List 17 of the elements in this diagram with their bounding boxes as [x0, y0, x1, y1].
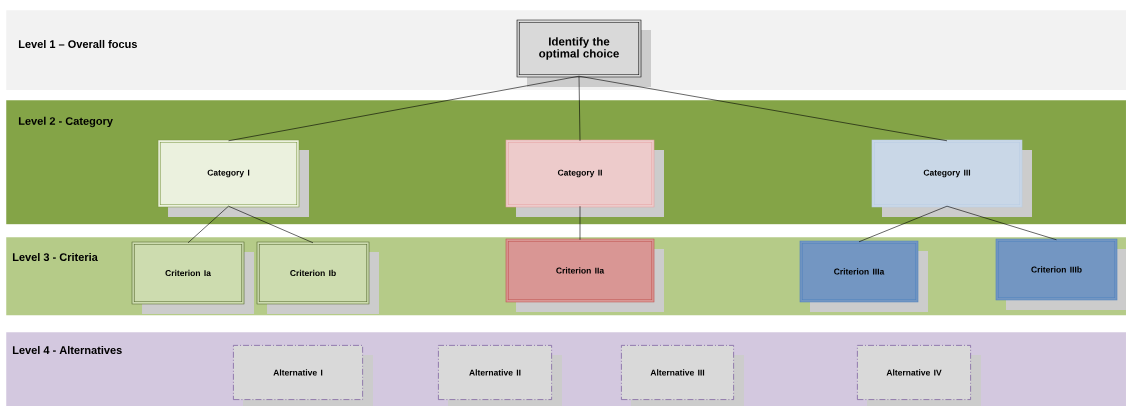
- process-box: Criterion Ib: [256, 241, 379, 314]
- process-box: Category II: [505, 139, 664, 217]
- alternative-box: Alternative IV: [857, 345, 981, 406]
- connector-line: [578, 75, 948, 142]
- connector-line: [228, 75, 580, 142]
- process-box: Criterion Ia: [131, 241, 254, 314]
- connector-line: [579, 205, 581, 241]
- process-box: Criterion IIa: [505, 238, 664, 312]
- connector-line: [578, 75, 581, 142]
- process-box: Category I: [157, 139, 309, 217]
- process-box: Identify the optimal choice: [516, 19, 651, 87]
- process-box: Category III: [871, 139, 1032, 217]
- alternative-box: Alternative II: [438, 345, 562, 406]
- process-box: Criterion IIIb: [995, 238, 1126, 310]
- alternative-box: Alternative III: [621, 345, 744, 406]
- alternative-box: Alternative I: [233, 345, 373, 406]
- process-box: Criterion IIIa: [799, 240, 928, 312]
